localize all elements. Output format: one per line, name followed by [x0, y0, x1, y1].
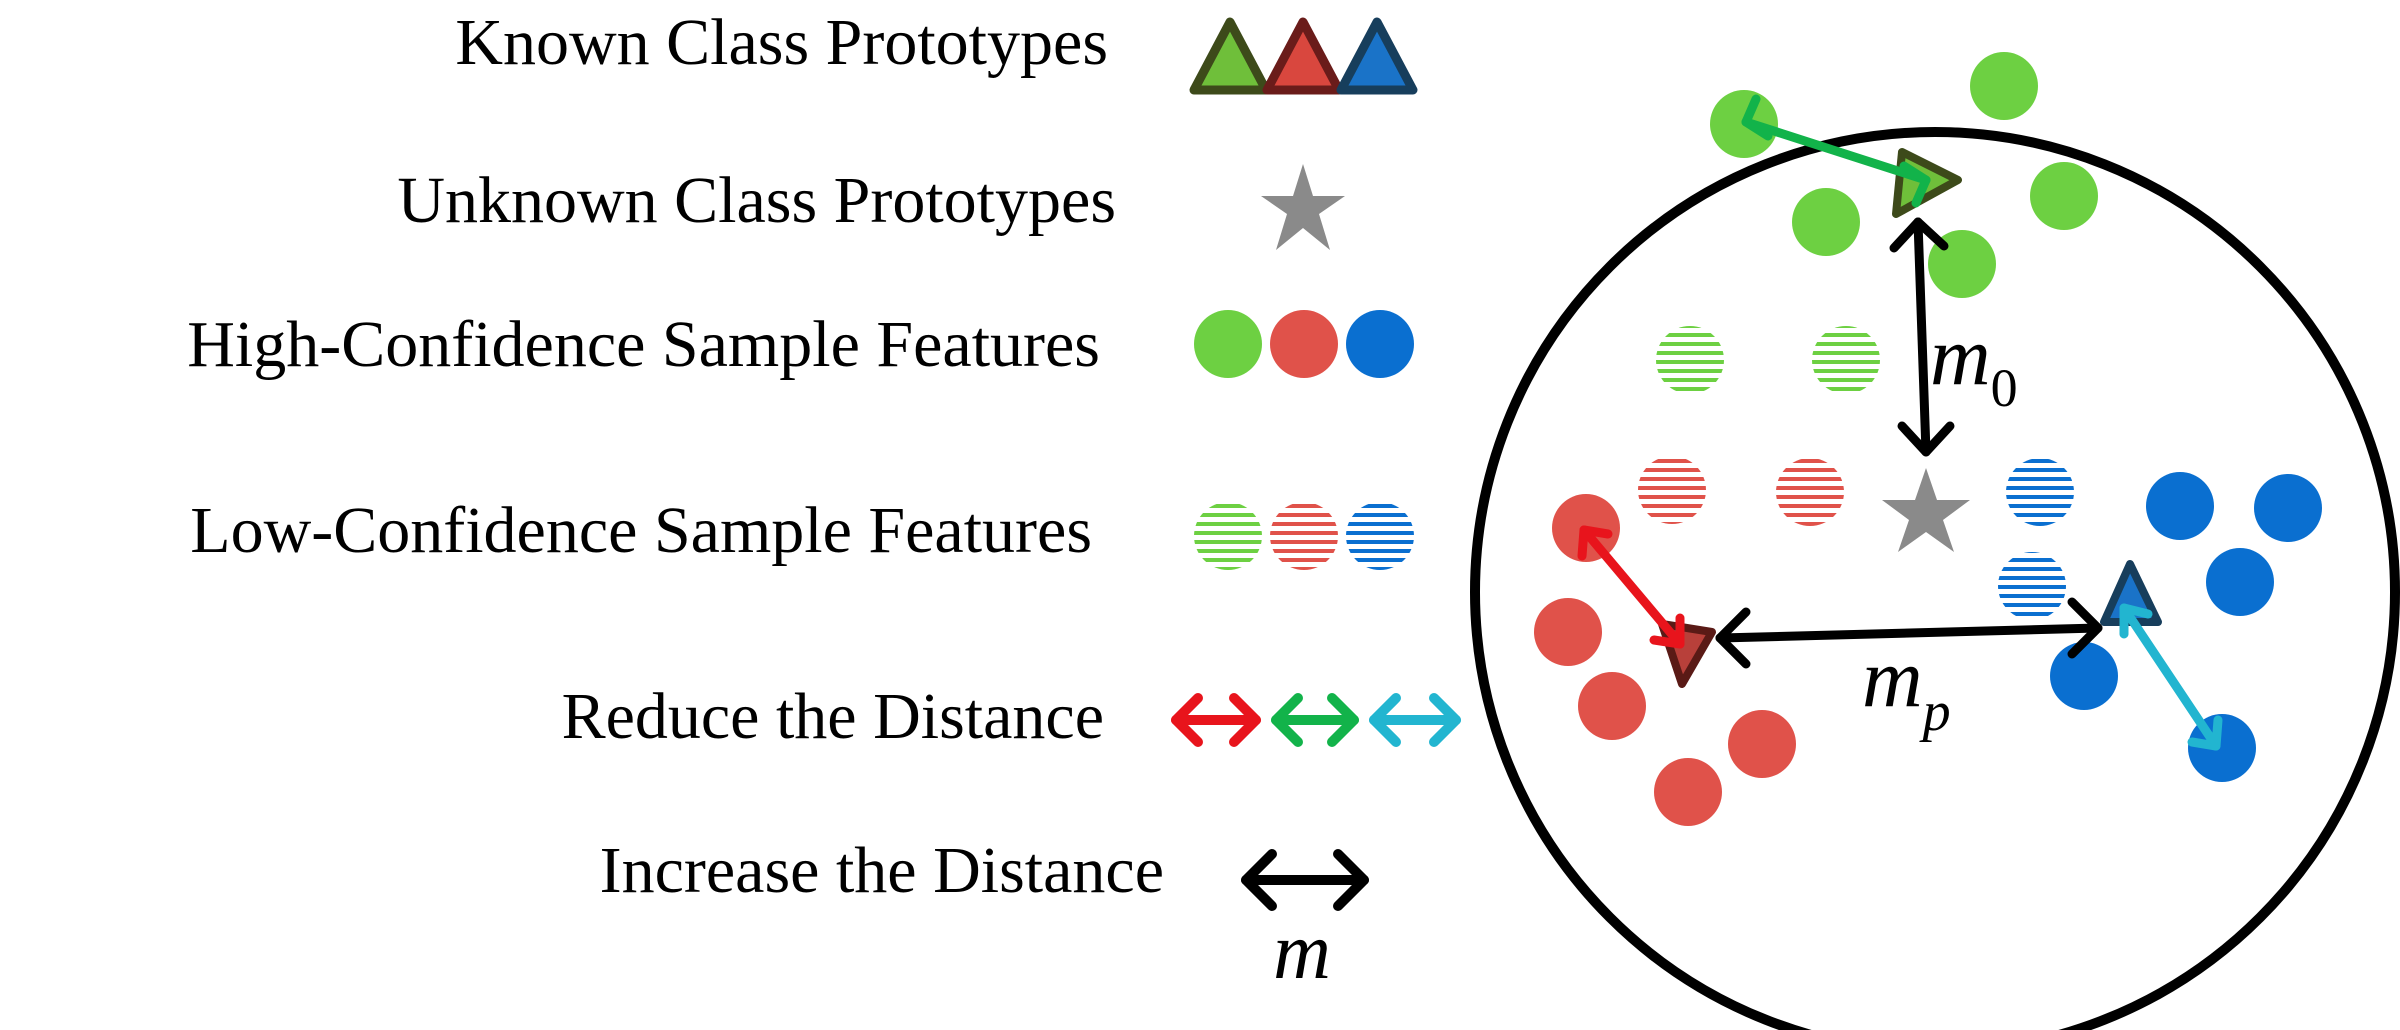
margin-label-m0: m0	[1930, 310, 2018, 418]
blue-low-confidence-point	[1998, 552, 2066, 620]
green-solid-circle-icon	[1194, 310, 1262, 378]
green-low-confidence-point	[1812, 326, 1880, 394]
legend-label-unknown-prototypes: Unknown Class Prototypes	[397, 164, 1116, 237]
legend-label-increase-distance: Increase the Distance	[600, 834, 1164, 907]
green-double-arrow-icon	[1271, 693, 1359, 747]
green-sample-point	[2030, 162, 2098, 230]
legend-label-high-confidence: High-Confidence Sample Features	[187, 308, 1100, 381]
legend-row-increase-distance: Increase the Distance m	[600, 834, 1369, 996]
legend-label-known-prototypes: Known Class Prototypes	[455, 6, 1108, 79]
green-sample-point	[1970, 52, 2038, 120]
gray-star-icon	[1261, 164, 1345, 250]
blue-low-confidence-point	[2006, 458, 2074, 526]
blue-sample-point	[2050, 642, 2118, 710]
margin-label-mp: mp	[1862, 632, 1951, 743]
green-triangle-icon	[1189, 17, 1271, 95]
blue-sample-point	[2206, 548, 2274, 616]
green-cluster	[1710, 52, 2098, 298]
red-reduce-arrow	[1577, 525, 1685, 649]
red-sample-point	[1728, 710, 1796, 778]
black-double-arrow-icon	[1241, 849, 1369, 911]
red-solid-circle-icon	[1270, 310, 1338, 378]
red-double-arrow-icon	[1171, 693, 1261, 747]
legend-row-unknown-prototypes: Unknown Class Prototypes	[397, 164, 1345, 250]
red-striped-circle-icon	[1270, 502, 1338, 570]
unknown-prototype-star	[1882, 468, 1970, 552]
red-sample-point	[1534, 598, 1602, 666]
blue-solid-circle-icon	[1346, 310, 1414, 378]
legend: Known Class Prototypes Unknown Class Pro…	[187, 6, 1461, 996]
legend-label-reduce-distance: Reduce the Distance	[562, 680, 1104, 753]
legend-label-low-confidence: Low-Confidence Sample Features	[190, 494, 1092, 567]
feature-space: m0 mp	[1470, 52, 2400, 1030]
legend-row-high-confidence: High-Confidence Sample Features	[187, 308, 1414, 381]
blue-sample-point	[2254, 474, 2322, 542]
cyan-double-arrow-icon	[1369, 693, 1461, 747]
increase-arrow-m0	[1889, 217, 1955, 457]
blue-triangle-icon	[1336, 17, 1418, 95]
increase-arrow-mp	[1715, 597, 2103, 669]
blue-sample-point	[2146, 472, 2214, 540]
red-triangle-icon	[1262, 17, 1344, 95]
legend-margin-symbol: m	[1273, 908, 1331, 996]
red-sample-point	[1654, 758, 1722, 826]
legend-row-low-confidence: Low-Confidence Sample Features	[190, 494, 1414, 570]
red-low-confidence-point	[1638, 456, 1706, 524]
green-sample-point	[1792, 188, 1860, 256]
blue-striped-circle-icon	[1346, 502, 1414, 570]
cyan-reduce-arrow	[2119, 603, 2223, 751]
green-low-confidence-point	[1656, 326, 1724, 394]
green-reduce-arrow	[1741, 94, 1931, 208]
green-striped-circle-icon	[1194, 502, 1262, 570]
red-low-confidence-point	[1776, 458, 1844, 526]
red-sample-point	[1578, 672, 1646, 740]
red-cluster	[1534, 494, 1796, 826]
legend-row-reduce-distance: Reduce the Distance	[562, 680, 1461, 753]
low-confidence-points	[1638, 326, 2074, 620]
feature-space-boundary	[1470, 127, 2400, 1030]
legend-row-known-prototypes: Known Class Prototypes	[455, 6, 1418, 95]
